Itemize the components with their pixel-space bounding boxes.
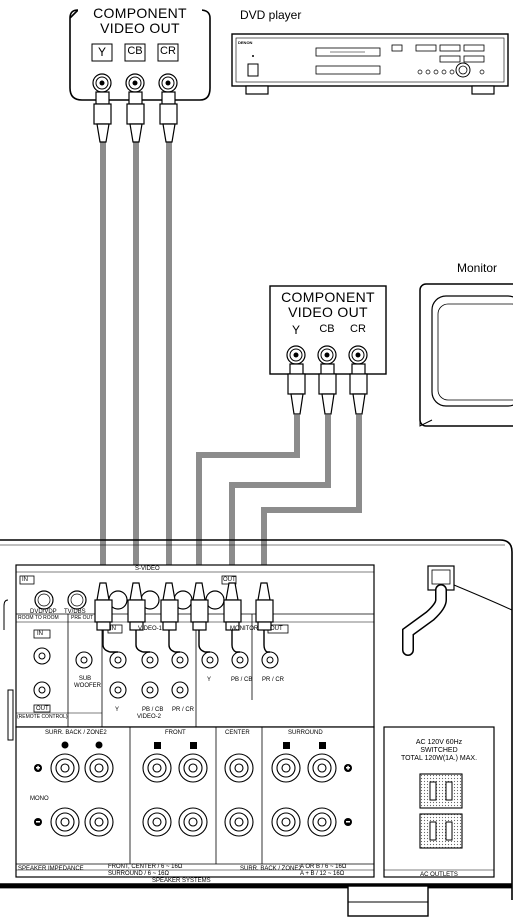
s-video-in-label: IN [22, 577, 28, 583]
ac-rating-line3: TOTAL 120W(1A.) MAX. [400, 755, 478, 762]
room-to-room-label: ROOM TO ROOM [18, 615, 59, 621]
remote-control-label: (REMOTE CONTROL) [17, 714, 68, 720]
room-in-label: IN [37, 631, 43, 637]
power-cord [402, 565, 513, 656]
video2-label: VIDEO-2 [137, 714, 162, 720]
a-plus-b-impedance: A + B / 12 ~ 16Ω [300, 871, 345, 877]
s-video-label: S-VIDEO [135, 566, 160, 572]
rca-jack [158, 73, 178, 93]
center-label: CENTER [225, 730, 250, 736]
pr-cr-label-2: PR / CR [262, 677, 285, 683]
sub-woofer-label: SUB WOOFER [74, 676, 101, 690]
cable-cb-monitor [229, 415, 331, 585]
surround-label: SURROUND [288, 730, 323, 736]
dvd-brand-logo: DENON [238, 40, 253, 45]
dvd-component-title-2: VIDEO OUT [100, 20, 180, 36]
dvd-component-title-1: COMPONENT [78, 6, 202, 20]
dvd-player [231, 33, 509, 95]
a-or-b-impedance: A OR B / 6 ~ 16Ω [300, 864, 347, 870]
receiver-rear-panel [0, 539, 513, 917]
front-label: FRONT [165, 730, 186, 736]
cable-y-monitor [196, 415, 300, 585]
pb-cb-label-2: PB / CB [231, 677, 253, 683]
monitor-component-out-panel [269, 285, 387, 375]
jack-label-y: Y [97, 45, 106, 59]
dvd-player-label: DVD player [240, 8, 302, 22]
ac-outlet [419, 813, 463, 849]
monitor-component-title-1: COMPONENT [281, 289, 375, 305]
ac-rating-line1: AC 120V 60Hz [415, 739, 463, 746]
front-center-impedance: FRONT, CENTER / 6 ~ 16Ω [108, 864, 183, 870]
jack-label-cr: CR [160, 45, 176, 57]
monitor-tv [419, 283, 513, 427]
monitor-out-panel-label: MONITOR [230, 626, 259, 632]
speaker-terminals [50, 753, 337, 837]
rca-plugs-receiver [94, 582, 274, 631]
video1-label: VIDEO-1 [138, 626, 163, 632]
monitor-jack-label-cr: CR [350, 323, 366, 335]
speaker-systems-label: SPEAKER SYSTEMS [152, 878, 211, 884]
surr-back-zone2-label: SURR. BACK / ZONE2 [45, 730, 107, 736]
y-label-1: Y [115, 707, 120, 713]
y-label-2: Y [207, 677, 212, 683]
pre-out-label: PRE OUT [71, 615, 94, 621]
monitor-jack-label-y: Y [291, 323, 300, 337]
tv-dbs-label: TV/DBS [64, 609, 86, 615]
jack-label-cb: CB [127, 45, 143, 57]
ac-outlets-label: AC OUTLETS [420, 872, 458, 878]
rca-plugs-monitor [287, 363, 368, 415]
cable-cr-monitor [261, 415, 362, 585]
dvd-component-out-panel [69, 9, 211, 101]
monitor-label: Monitor [457, 261, 498, 275]
monitor-component-title-2: VIDEO OUT [288, 304, 368, 320]
pr-cr-label-1: PR / CR [172, 707, 195, 713]
dvd-vdp-label: DVD/VDP [30, 609, 57, 615]
pb-cb-label-1: PB / CB [142, 707, 164, 713]
monitor-out-box-label: OUT [270, 626, 283, 632]
speaker-impedance-label: SPEAKER IMPEDANCE [18, 866, 84, 872]
rca-plugs-dvd [93, 91, 178, 143]
s-video-out-label: OUT [223, 577, 236, 583]
ac-outlet [419, 773, 463, 809]
rca-jack [92, 73, 112, 93]
ac-rating-line2: SWITCHED [420, 747, 458, 754]
video1-in-label: IN [110, 626, 116, 632]
rca-jack [125, 73, 145, 93]
surround-impedance: SURROUND / 6 ~ 16Ω [108, 871, 170, 877]
monitor-jack-label-cb: CB [319, 323, 335, 335]
surr-back-zone2-impedance-label: SURR. BACK / ZONE2 [240, 866, 302, 872]
room-out-label: OUT [36, 706, 49, 712]
component-cables [100, 140, 362, 585]
mono-label: MONO [30, 796, 49, 802]
